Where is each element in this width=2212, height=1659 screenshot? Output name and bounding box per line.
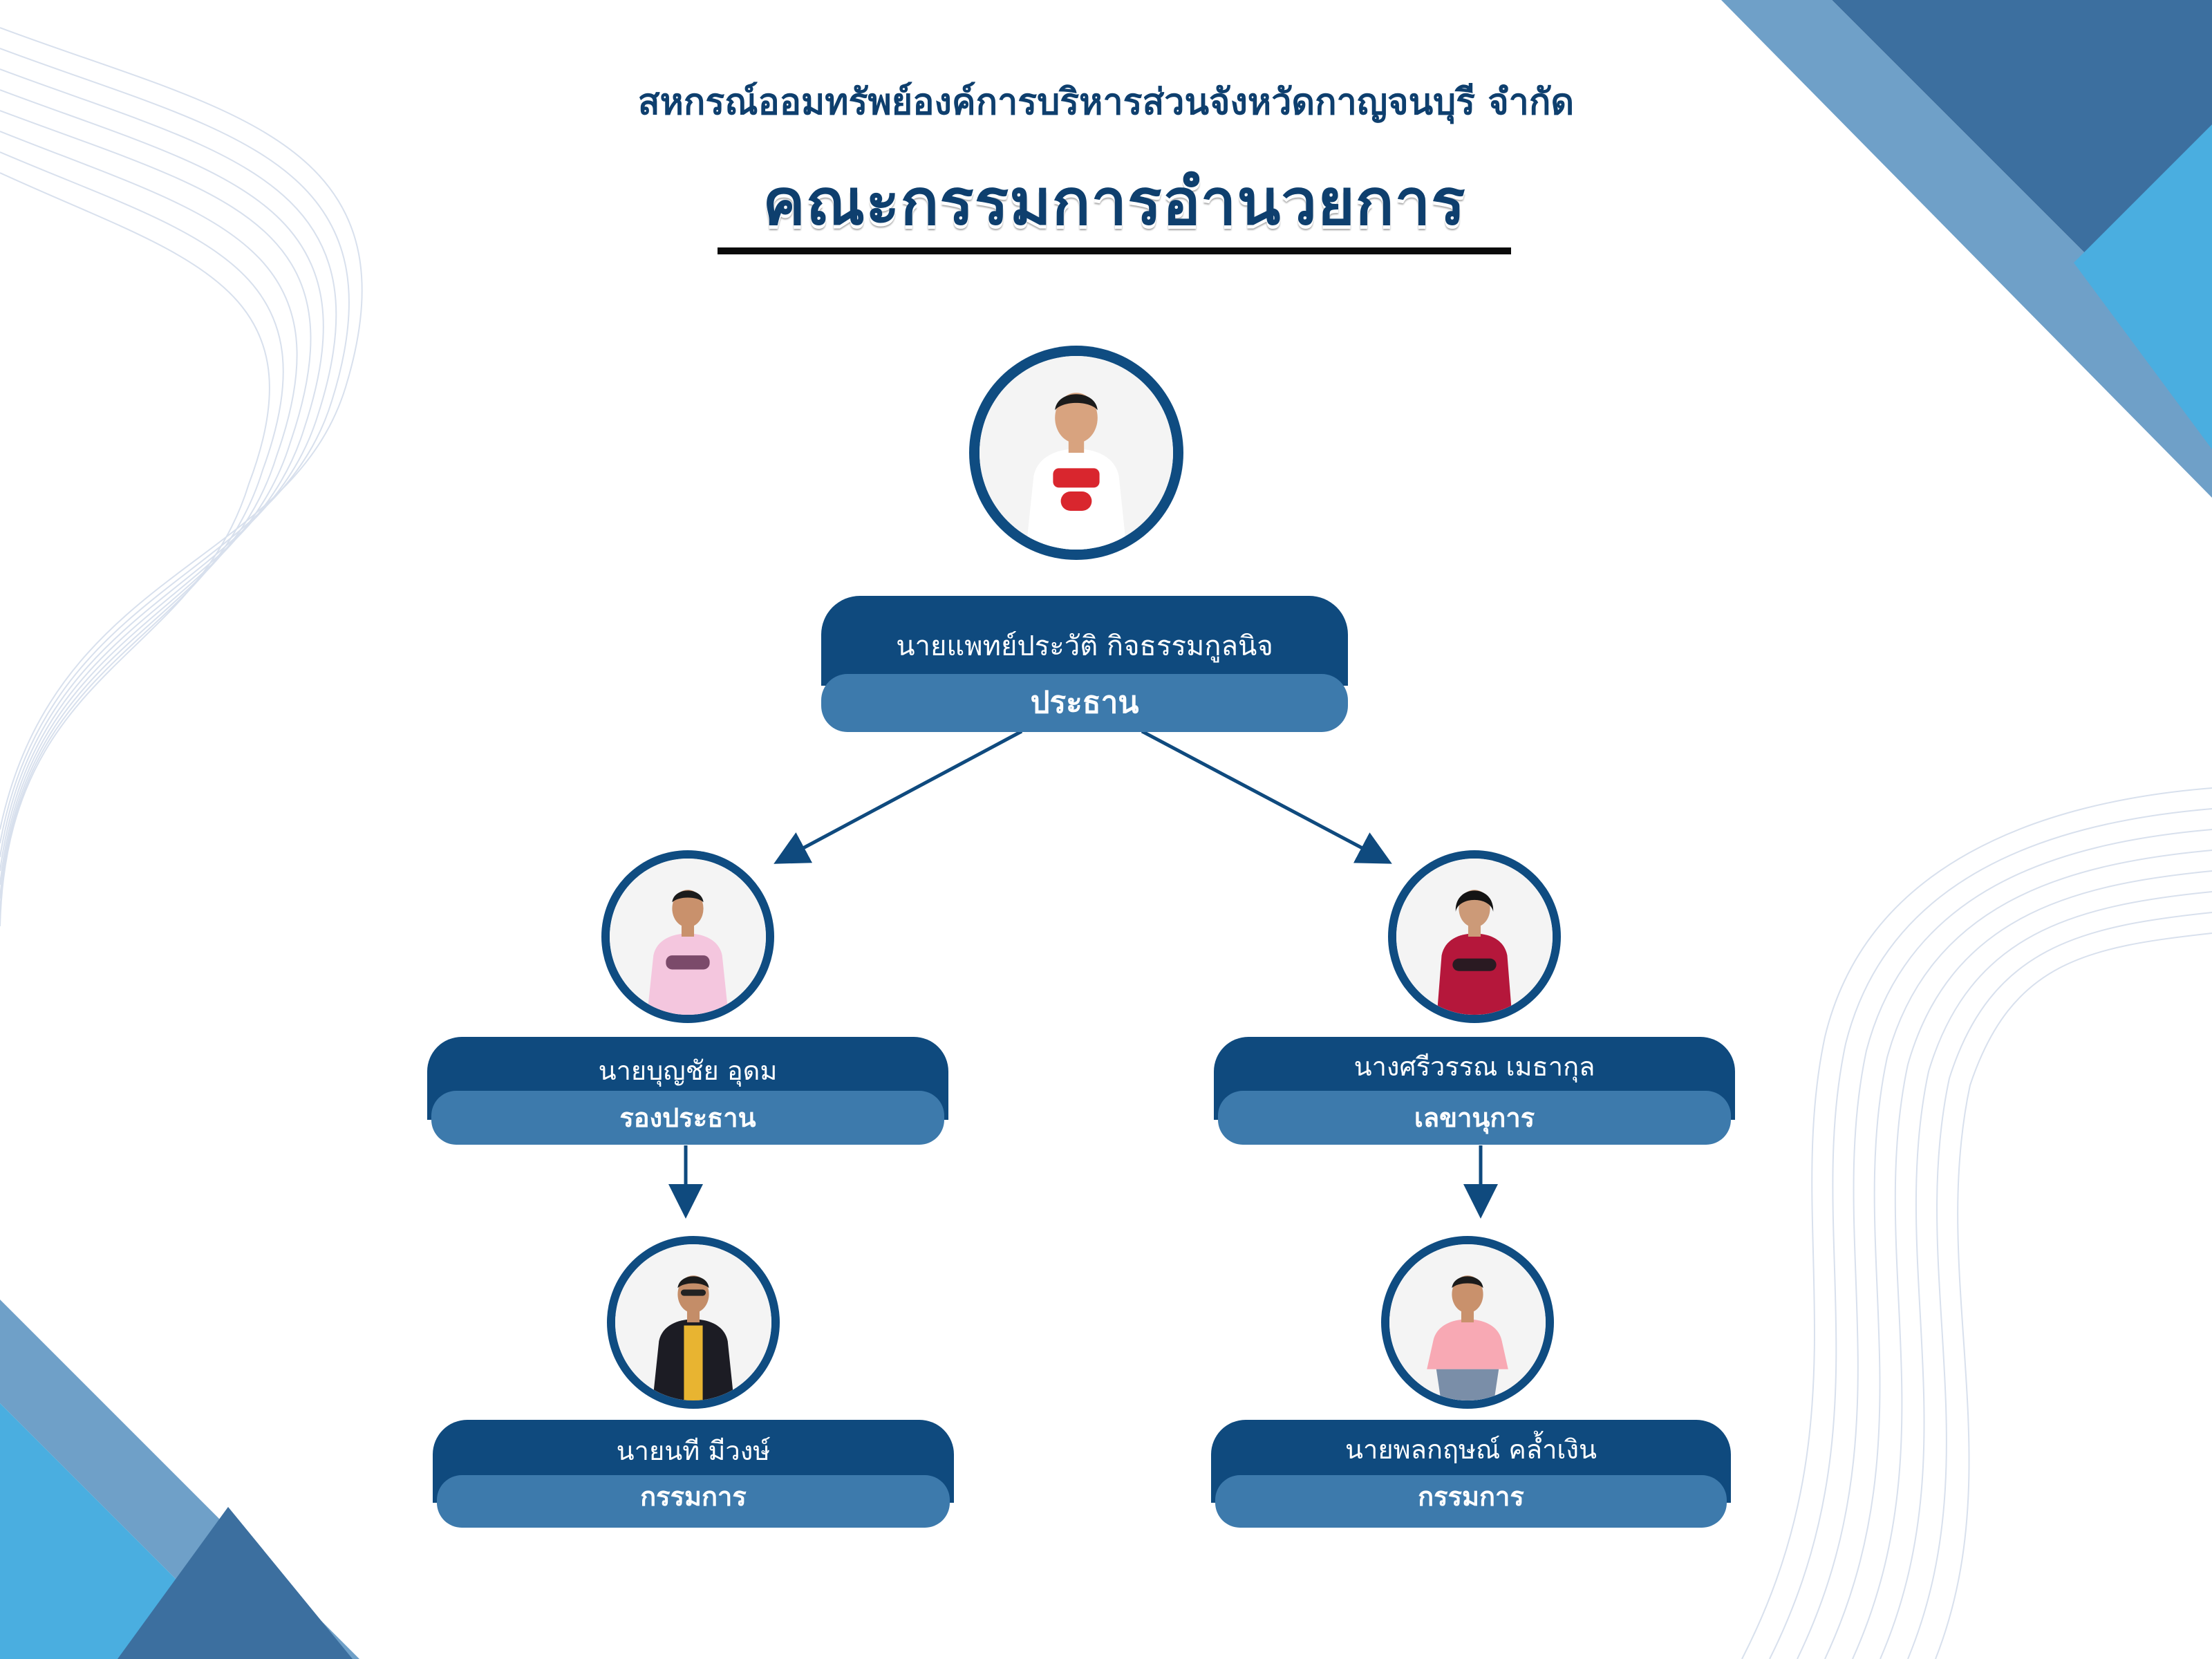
page-title: คณะกรรมการอำนวยการ <box>762 165 1466 239</box>
member-left-avatar <box>607 1236 780 1409</box>
organization-name: สหกรณ์ออมทรัพย์องค์การบริหารส่วนจังหวัดก… <box>637 82 1575 123</box>
person-photo-icon <box>980 356 1173 550</box>
person-photo-icon <box>1389 1244 1546 1400</box>
member-right-name: นายพลกฤษณ์ คล้ำเงิน <box>1345 1434 1597 1465</box>
member-right-role: กรรมการ <box>1418 1481 1524 1512</box>
secretary-avatar <box>1388 850 1561 1023</box>
vice-chair-name: นายบุญชัย อุดม <box>598 1056 778 1086</box>
chair-role: ประธาน <box>1030 685 1139 720</box>
vice-chair-role: รองประธาน <box>619 1103 756 1133</box>
secretary-role: เลขานุการ <box>1414 1103 1535 1133</box>
member-left-role: กรรมการ <box>640 1481 747 1512</box>
title-underline <box>718 247 1511 254</box>
vice-chair-role-card: รองประธาน <box>431 1091 944 1145</box>
person-photo-icon <box>610 859 766 1015</box>
vice-chair-avatar <box>601 850 774 1023</box>
connector-chair-to-secretary <box>1141 729 1392 864</box>
chair-name: นายแพทย์ประวัติ กิจธรรมกูลนิจ <box>896 630 1273 662</box>
person-photo-icon <box>1396 859 1553 1015</box>
chair-name-card: นายแพทย์ประวัติ กิจธรรมกูลนิจ <box>821 596 1348 686</box>
person-photo-icon <box>615 1244 771 1400</box>
secretary-role-card: เลขานุการ <box>1218 1091 1731 1145</box>
connector-chair-to-vice <box>774 729 1023 864</box>
member-right-avatar <box>1381 1236 1554 1409</box>
member-right-role-card: กรรมการ <box>1215 1475 1727 1528</box>
member-left-name: นายนที มีวงษ์ <box>616 1436 771 1466</box>
member-left-role-card: กรรมการ <box>437 1475 950 1528</box>
chair-avatar <box>969 346 1183 560</box>
secretary-name: นางศรีวรรณ เมธากุล <box>1353 1051 1595 1082</box>
chair-role-card: ประธาน <box>821 674 1348 732</box>
